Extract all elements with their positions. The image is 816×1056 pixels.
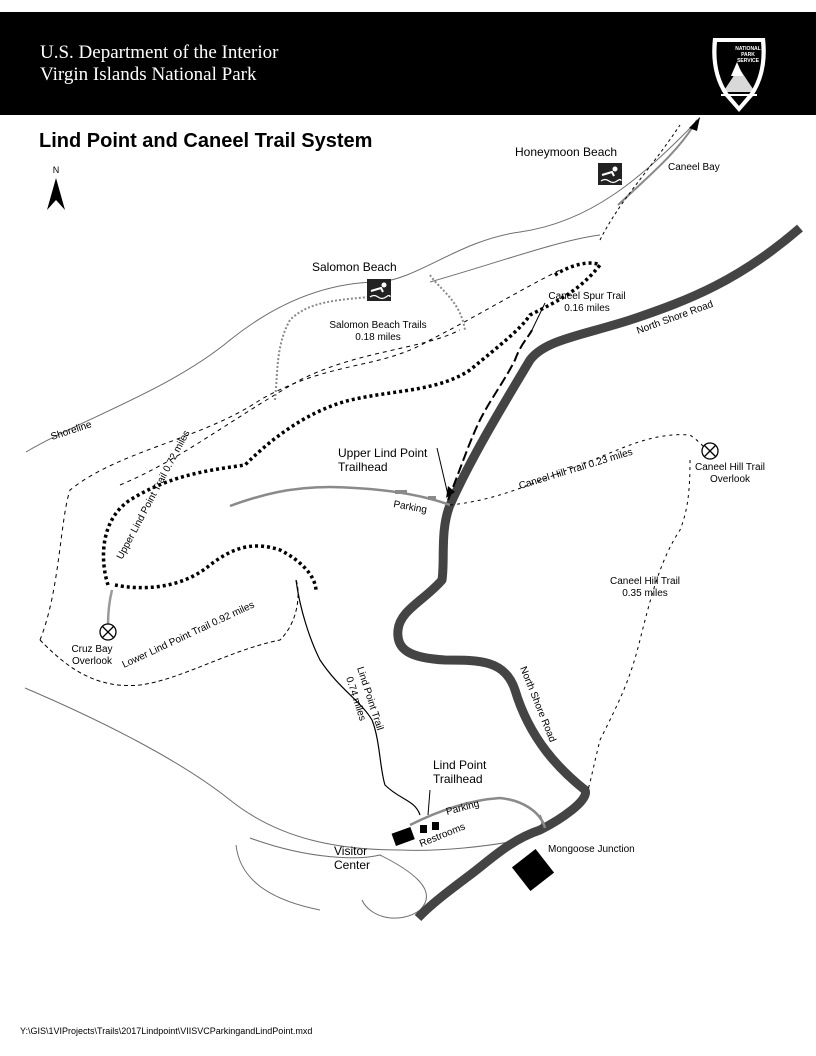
label-mongoose-junction: Mongoose Junction	[548, 844, 635, 855]
logo-text-park: PARK	[741, 52, 755, 58]
trail-lines	[39, 119, 709, 829]
spur-label-pointer	[531, 302, 546, 331]
restroom-building-2	[432, 822, 439, 830]
salomon-beach-trails	[274, 274, 466, 401]
label-salomon-trails-length: 0.18 miles	[355, 332, 401, 343]
label-cruz-bay-2: Overlook	[72, 656, 113, 667]
file-path: Y:\GIS\1VIProjects\Trails\2017Lindpoint\…	[20, 1026, 313, 1036]
north-shore-road	[393, 224, 803, 922]
lower-lind-point-trail	[39, 579, 299, 687]
north-label: N	[53, 165, 60, 175]
arrows	[427, 117, 700, 816]
label-shoreline: Shoreline	[50, 419, 94, 443]
south-shoreline	[235, 844, 321, 911]
label-salomon-trails: Salomon Beach Trails	[329, 320, 426, 331]
label-caneel-hill-trail-2: Caneel Hill Trail	[610, 576, 680, 587]
label-caneel-hill-trail-top: Caneel Hill Trail 0.23 miles	[518, 447, 634, 492]
nps-arrowhead-logo: NATIONAL PARK SERVICE	[712, 38, 766, 112]
logo-text-national: NATIONAL	[735, 46, 760, 52]
inner-shoreline	[429, 234, 601, 283]
label-lind-trailhead-1: Lind Point	[433, 758, 487, 772]
header-text: U.S. Department of the Interior Virgin I…	[40, 42, 278, 86]
label-lind-trailhead-2: Trailhead	[433, 772, 483, 786]
caneel-spur-trail	[447, 329, 533, 501]
upper-trailhead-pointer	[436, 447, 449, 496]
dashed-loop-outer	[39, 269, 561, 641]
logo-text-service: SERVICE	[737, 58, 760, 64]
shoreline-lines	[24, 117, 701, 919]
parking-marker-upper	[395, 490, 407, 494]
label-cruz-bay-1: Cruz Bay	[71, 644, 112, 655]
label-caneel-hill-overlook-2: Overlook	[710, 474, 751, 485]
honeymoon-trail	[599, 124, 681, 241]
overlook-icon-cruz-bay	[99, 623, 117, 641]
label-caneel-bay: Caneel Bay	[668, 162, 720, 173]
label-caneel-spur: Caneel Spur Trail	[548, 291, 625, 302]
parking-marker-upper-2	[428, 496, 436, 500]
label-salomon-beach: Salomon Beach	[312, 260, 397, 274]
park-name: Virgin Islands National Park	[40, 64, 257, 85]
label-parking-lower: Parking	[445, 798, 481, 817]
caneel-bay-trail	[617, 119, 698, 206]
label-visitor-center-2: Center	[334, 858, 370, 872]
header-banner: U.S. Department of the Interior Virgin I…	[0, 12, 816, 115]
caneel-hill-trail-south	[587, 459, 691, 791]
buildings	[391, 490, 555, 892]
map-labels: Honeymoon Beach Caneel Bay Salomon Beach…	[50, 145, 765, 872]
label-upper-trailhead-1: Upper Lind Point	[338, 446, 428, 460]
lower-lind-bold-segment	[114, 544, 318, 591]
lind-trailhead-pointer	[427, 789, 431, 816]
lind-point-trail	[295, 579, 421, 816]
overlook-icon-caneel-hill	[701, 442, 719, 460]
department-name: U.S. Department of the Interior	[40, 42, 279, 63]
dashed-loop-inner	[119, 329, 461, 486]
upper-lind-point-trail	[101, 261, 603, 586]
cruz-bay-overlook-spur	[106, 589, 114, 626]
label-lower-lind-trail: Lower Lind Point Trail 0.92 miles	[121, 600, 257, 671]
swim-icon-salomon	[367, 279, 391, 301]
map-title: Lind Point and Caneel Trail System	[39, 130, 373, 152]
label-parking-upper: Parking	[392, 499, 427, 516]
label-caneel-hill-overlook-1: Caneel Hill Trail	[695, 462, 765, 473]
visitor-center-building	[391, 826, 415, 846]
label-honeymoon-beach: Honeymoon Beach	[515, 145, 617, 159]
label-visitor-center-1: Visitor	[334, 844, 367, 858]
lind-point-parking-road	[409, 796, 547, 829]
label-caneel-hill-trail-2-length: 0.35 miles	[622, 588, 668, 599]
north-arrow: N	[47, 165, 65, 210]
label-caneel-spur-length: 0.16 miles	[564, 303, 610, 314]
spur-trail-arrow	[446, 486, 455, 498]
upper-lind-parking-road	[229, 485, 451, 508]
caneel-bay-arrow	[689, 117, 700, 131]
swim-icon-honeymoon	[598, 163, 622, 185]
restroom-building-1	[420, 825, 427, 833]
mongoose-junction-building	[511, 848, 555, 892]
visitor-shoreline	[249, 837, 427, 919]
label-upper-lind-trail: Upper Lind Point Trail 0.72 miles	[115, 429, 193, 562]
label-upper-trailhead-2: Trailhead	[338, 460, 388, 474]
